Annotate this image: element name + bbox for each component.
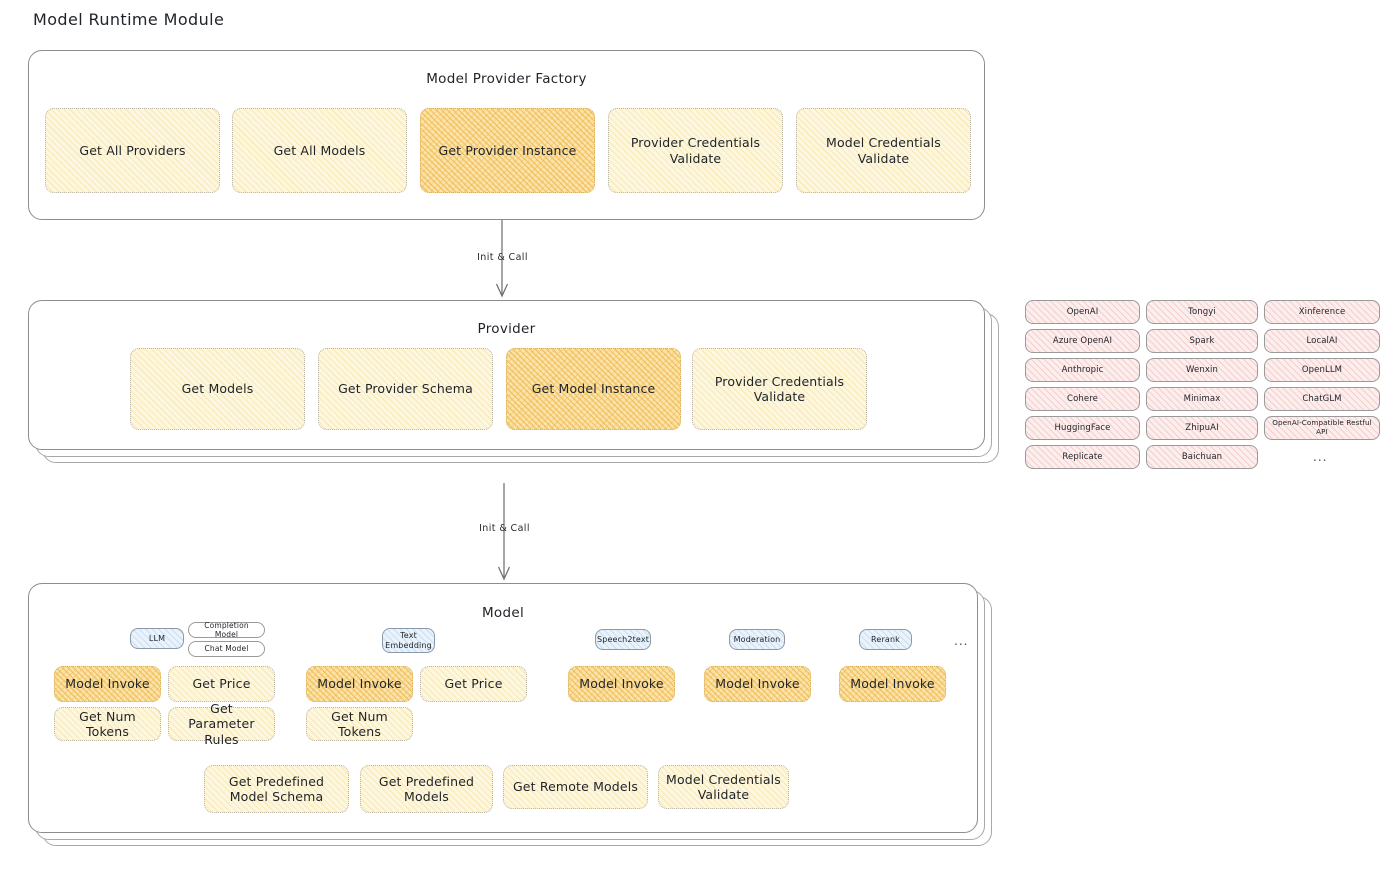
- node-provider-credentials-validate[interactable]: Provider Credentials Validate: [608, 108, 783, 193]
- provider-chip-spark[interactable]: Spark: [1146, 329, 1258, 353]
- provider-chip-openai[interactable]: OpenAI: [1025, 300, 1140, 324]
- model-op-llm-get-num-tokens[interactable]: Get Num Tokens: [54, 707, 161, 741]
- model-op-speech2text-model-invoke[interactable]: Model Invoke: [568, 666, 675, 702]
- node-model-credentials-validate[interactable]: Model Credentials Validate: [796, 108, 971, 193]
- model-op-llm-get-parameter-rules[interactable]: Get Parameter Rules: [168, 701, 275, 747]
- provider-chip-zhipuai[interactable]: ZhipuAI: [1146, 416, 1258, 440]
- provider-chip-openllm[interactable]: OpenLLM: [1264, 358, 1380, 382]
- model-op-embedding-get-num-tokens[interactable]: Get Num Tokens: [306, 707, 413, 741]
- arrow-label-init-call-2: Init & Call: [479, 523, 530, 534]
- node-get-all-providers[interactable]: Get All Providers: [45, 108, 220, 193]
- model-type-badge-llm[interactable]: LLM: [130, 628, 184, 649]
- model-common-op-get-predefined-models[interactable]: Get Predefined Models: [360, 765, 493, 813]
- provider-chip-tongyi[interactable]: Tongyi: [1146, 300, 1258, 324]
- panel-model-provider-factory: Model Provider Factory Get All Providers…: [28, 50, 985, 220]
- provider-list-more: ...: [1313, 450, 1328, 464]
- provider-chip-baichuan[interactable]: Baichuan: [1146, 445, 1258, 469]
- provider-chip-replicate[interactable]: Replicate: [1025, 445, 1140, 469]
- model-type-badge-text-embedding[interactable]: Text Embedding: [382, 628, 435, 653]
- model-op-rerank-model-invoke[interactable]: Model Invoke: [839, 666, 946, 702]
- model-common-op-get-predefined-model-schema[interactable]: Get Predefined Model Schema: [204, 765, 349, 813]
- model-common-op-get-remote-models[interactable]: Get Remote Models: [503, 765, 648, 809]
- provider-chip-xinference[interactable]: Xinference: [1264, 300, 1380, 324]
- model-type-badge-moderation[interactable]: Moderation: [729, 629, 785, 650]
- arrow-factory-to-provider: [495, 220, 509, 298]
- node-get-all-models[interactable]: Get All Models: [232, 108, 407, 193]
- model-groups-more: ...: [954, 634, 969, 648]
- arrow-label-init-call-1: Init & Call: [477, 252, 528, 263]
- panel-title-model: Model: [481, 605, 525, 621]
- node-get-provider-schema[interactable]: Get Provider Schema: [318, 348, 493, 430]
- panel-title-provider: Provider: [477, 321, 536, 337]
- provider-chip-openai-compatible-restful-api[interactable]: OpenAI-Compatible Restful API: [1264, 416, 1380, 440]
- model-op-embedding-get-price[interactable]: Get Price: [420, 666, 527, 702]
- panel-model: Model LLM Completion Model Chat Model Mo…: [28, 583, 978, 833]
- provider-chip-anthropic[interactable]: Anthropic: [1025, 358, 1140, 382]
- model-op-embedding-model-invoke[interactable]: Model Invoke: [306, 666, 413, 702]
- arrow-provider-to-model: [497, 483, 511, 581]
- node-get-provider-instance[interactable]: Get Provider Instance: [420, 108, 595, 193]
- provider-chip-localai[interactable]: LocalAI: [1264, 329, 1380, 353]
- provider-chip-chatglm[interactable]: ChatGLM: [1264, 387, 1380, 411]
- model-type-badge-speech2text[interactable]: Speech2text: [595, 629, 651, 650]
- provider-chip-huggingface[interactable]: HuggingFace: [1025, 416, 1140, 440]
- provider-chip-wenxin[interactable]: Wenxin: [1146, 358, 1258, 382]
- node-get-model-instance[interactable]: Get Model Instance: [506, 348, 681, 430]
- model-subtype-chat-model[interactable]: Chat Model: [188, 641, 265, 657]
- model-type-badge-rerank[interactable]: Rerank: [859, 629, 912, 650]
- provider-chip-cohere[interactable]: Cohere: [1025, 387, 1140, 411]
- provider-chip-minimax[interactable]: Minimax: [1146, 387, 1258, 411]
- node-provider-credentials-validate-2[interactable]: Provider Credentials Validate: [692, 348, 867, 430]
- page-title: Model Runtime Module: [33, 10, 225, 29]
- node-get-models[interactable]: Get Models: [130, 348, 305, 430]
- provider-list: OpenAI Azure OpenAI Anthropic Cohere Hug…: [1025, 300, 1380, 475]
- model-subtype-completion-model[interactable]: Completion Model: [188, 621, 265, 639]
- model-common-op-model-credentials-validate[interactable]: Model Credentials Validate: [658, 765, 789, 809]
- panel-title-factory: Model Provider Factory: [426, 71, 587, 87]
- model-op-moderation-model-invoke[interactable]: Model Invoke: [704, 666, 811, 702]
- model-op-llm-model-invoke[interactable]: Model Invoke: [54, 666, 161, 702]
- panel-provider: Provider Get Models Get Provider Schema …: [28, 300, 985, 450]
- provider-chip-azure-openai[interactable]: Azure OpenAI: [1025, 329, 1140, 353]
- model-op-llm-get-price[interactable]: Get Price: [168, 666, 275, 702]
